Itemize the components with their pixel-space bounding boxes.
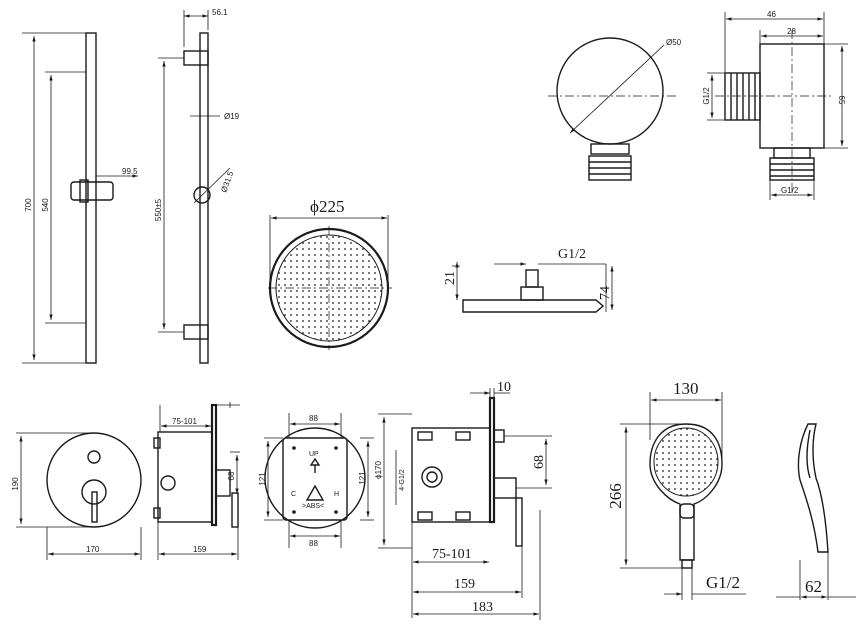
arm-connector [520, 286, 544, 301]
mixer-handle-base [81, 479, 107, 505]
rail-bar [85, 32, 97, 364]
elbow-thread-bottom-label: G1/2 [781, 186, 799, 195]
hot-label: H [334, 491, 339, 498]
mixer-box-view: UP C H >ABS< 88 88 121 [258, 413, 366, 548]
handshower-nozzles [653, 427, 719, 497]
detail-body [411, 427, 491, 523]
side-handle [231, 492, 239, 528]
handshower-side-view: 62 [776, 423, 856, 600]
side-offset-label: 68 [227, 471, 236, 480]
cold-label: C [291, 491, 296, 498]
rail-depth-label: 56.1 [212, 8, 228, 17]
bottom-bracket [183, 324, 209, 340]
elbow-depth-body-label: 28 [787, 27, 796, 36]
handshower-width-label: 130 [673, 379, 699, 398]
mixer-handle [91, 491, 98, 523]
mixer-box-circle [264, 427, 366, 529]
detail-box-label: 121 [358, 471, 367, 485]
elbow-depth-total-label: 46 [767, 10, 776, 19]
elbow-height-label: 65 [837, 96, 846, 105]
wall-plate-side [210, 403, 218, 527]
diverter-knob [87, 450, 101, 464]
handshower-thread [681, 559, 693, 569]
warning-triangle-icon [305, 484, 325, 501]
rail-height-total: 700 [24, 198, 33, 212]
rail-spacing-label: 550±5 [154, 198, 163, 221]
arm-thickness-label: 21 [443, 271, 458, 285]
mixer-detail-view: ϕ170 4-G1/2 121 10 68 75-101 159 183 [358, 380, 552, 620]
elbow-diameter-label: Ø50 [666, 38, 682, 47]
detail-range-label: 75-101 [432, 547, 472, 562]
detail-total-label: 183 [472, 600, 493, 615]
knob-diameter-label: Ø31.5 [219, 170, 235, 194]
up-arrow-icon [309, 457, 321, 473]
detail-mixer-knob [493, 477, 517, 499]
arm-thread-label: G1/2 [558, 247, 586, 262]
detail-wall-label: 10 [497, 380, 511, 395]
diverter-label: >ABS< [302, 503, 324, 510]
mixer-box-square [282, 437, 348, 521]
mixer-side-view: 75-101 68 159 [153, 402, 240, 560]
arm-body [462, 299, 605, 313]
detail-inlet [421, 466, 443, 488]
box-height-label: 121 [258, 472, 267, 486]
plate-width-label: 170 [86, 545, 100, 554]
rail-height-inner: 540 [41, 198, 50, 212]
holder-offset-label: 99.5 [122, 167, 138, 176]
detail-wall-plate [488, 396, 496, 524]
shower-arm-view: G1/2 21 74 [443, 247, 614, 313]
plate-height-label: 190 [11, 477, 20, 491]
arm-height-label: 74 [598, 286, 613, 300]
handshower-thread-label: G1/2 [706, 573, 740, 592]
handshower-length-label: 266 [606, 483, 625, 509]
elbow-front-view: Ø50 [548, 37, 682, 181]
detail-depth-label: 159 [454, 577, 475, 592]
slider-knob [193, 186, 211, 204]
detail-thread-label: 4-G1/2 [399, 469, 406, 491]
rail-side-bar [199, 32, 209, 364]
arm-thread [525, 269, 539, 288]
box-width-bottom-label: 88 [309, 539, 318, 548]
bar-diameter-label: Ø19 [224, 112, 240, 121]
detail-diameter-label: ϕ170 [374, 461, 383, 479]
handshower-thickness-label: 62 [805, 577, 822, 596]
detail-handle [515, 497, 523, 547]
rail-front-view: 700 540 99.5 [22, 32, 138, 364]
up-label: UP [309, 451, 319, 458]
mixer-plate-view: 190 170 [11, 432, 142, 560]
shower-head-view: ϕ225 [268, 197, 392, 350]
head-diameter-label: ϕ225 [310, 197, 344, 216]
slider-holder [70, 181, 114, 201]
side-depth-label: 159 [193, 545, 207, 554]
rail-side-view: 56.1 Ø19 Ø31.5 550±5 [154, 8, 240, 364]
elbow-thread-side-label: G1/2 [702, 87, 711, 105]
detail-offset-label: 68 [532, 455, 547, 469]
handshower-side-outline [797, 423, 829, 553]
elbow-side-view: 46 28 65 G1/2 G1/2 [702, 10, 848, 200]
handshower-front-view: 130 266 G1/2 [606, 379, 746, 600]
side-range-label: 75-101 [172, 417, 197, 426]
box-width-top-label: 88 [309, 414, 318, 423]
mixer-body-side [157, 431, 213, 523]
elbow-body [556, 37, 664, 145]
top-bracket [183, 50, 209, 66]
